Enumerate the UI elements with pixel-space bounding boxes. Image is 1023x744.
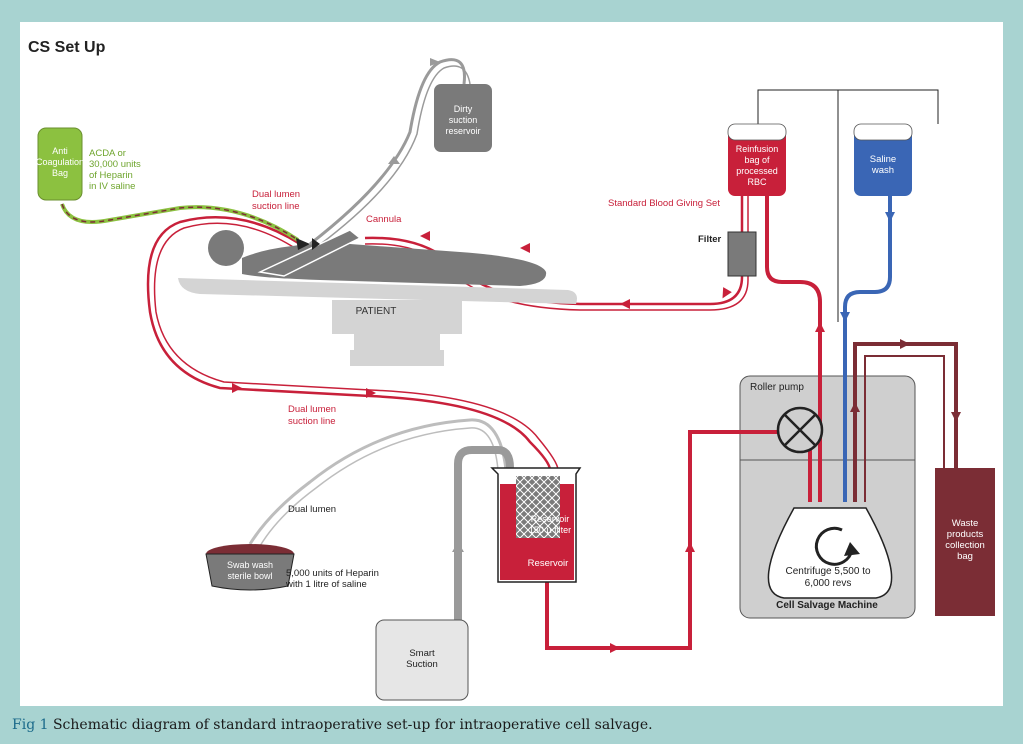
- dual-lumen-mid-1: Dual lumen: [288, 404, 336, 415]
- diagram-panel: CS Set Up Roller pump Cell Salvage Machi…: [20, 22, 1003, 706]
- saline-tube: [843, 194, 892, 502]
- flow-arrows: [232, 231, 825, 653]
- reservoir-filter-mesh: [516, 476, 560, 538]
- saline-line-2: wash: [871, 165, 894, 176]
- filter-label: Filter: [698, 234, 722, 245]
- waste-line-1: Waste: [952, 518, 979, 529]
- centrifuge-arrowhead: [844, 542, 860, 556]
- waste-line-4: bag: [957, 551, 973, 562]
- grey-flow-arrows: [388, 58, 464, 552]
- dirty-suction-line-2: [317, 65, 471, 247]
- figure-label: Fig 1: [12, 717, 49, 733]
- anticoagulant-line-dash: [61, 203, 299, 241]
- cannula-label: Cannula: [366, 214, 402, 225]
- swab-line-1: Swab wash: [227, 560, 273, 570]
- dirty-line-3: reservoir: [445, 126, 480, 136]
- acda-note-4: in IV saline: [89, 181, 135, 192]
- diagram-title: CS Set Up: [28, 39, 106, 56]
- reservoir-filter-2: 150 µ filter: [529, 525, 571, 535]
- reinfusion-tube-return: [765, 194, 822, 502]
- swab-dual-lumen-line: [248, 418, 508, 545]
- cannula-tip: [296, 238, 310, 250]
- reinfusion-line-4: RBC: [747, 177, 767, 187]
- heparin-note-1: 5,000 units of Heparin: [286, 568, 379, 579]
- saline-wash-bag: [854, 124, 912, 196]
- acda-note-3: of Heparin: [89, 170, 133, 181]
- operating-table: [178, 278, 577, 366]
- patient-label: PATIENT: [356, 306, 397, 317]
- centrifuge-line-1: Centrifuge 5,500 to: [785, 566, 870, 577]
- reinfusion-line-3: processed: [736, 166, 778, 176]
- anticoag-line-3: Bag: [52, 168, 68, 178]
- dirty-line-2: suction: [449, 115, 478, 125]
- swab-bowl: [205, 553, 295, 591]
- acda-note-2: 30,000 units: [89, 159, 141, 170]
- smart-line-2: Suction: [406, 659, 438, 670]
- filter: [727, 231, 757, 277]
- reinfusion-line-1: Reinfusion: [736, 144, 779, 154]
- cell-salvage-diagram: CS Set Up Roller pump Cell Salvage Machi…: [28, 39, 995, 701]
- dual-lumen-top-2: suction line: [252, 201, 300, 212]
- dirty-suction-reservoir: [434, 84, 492, 152]
- patient-figure: [208, 229, 547, 286]
- dual-lumen-top-1: Dual lumen: [252, 189, 300, 200]
- roller-pump-cross: [784, 414, 816, 446]
- reinfusion-bag: [728, 124, 786, 196]
- suction-tip: [312, 238, 320, 250]
- waste-line-3: collection: [945, 540, 985, 551]
- swab-line-2: sterile bowl: [227, 571, 272, 581]
- machine-label: Cell Salvage Machine: [776, 600, 878, 611]
- anticoag-line-2: Coagulation: [36, 157, 84, 167]
- smart-line-1: Smart: [409, 648, 435, 659]
- heparin-note-2: with 1 litre of saline: [285, 579, 367, 590]
- saline-bag-top: [853, 123, 913, 141]
- centrifuge-bowl: [767, 507, 893, 599]
- dirty-suction-line: [309, 58, 466, 246]
- reservoir-filter-1: Reservoir: [531, 514, 570, 524]
- figure-caption: Fig 1 Schematic diagram of standard intr…: [12, 717, 653, 733]
- saline-flow-arrows: [840, 212, 895, 322]
- centrifuge-line-2: 6,000 revs: [805, 578, 852, 589]
- bag-hanger: [757, 89, 939, 322]
- saline-line-1: Saline: [870, 154, 896, 165]
- smart-suction-tube: [454, 446, 514, 620]
- swab-dual-lumen-line-2: [259, 427, 499, 547]
- dual-lumen-mid-2: suction line: [288, 416, 336, 427]
- reservoir-label: Reservoir: [528, 558, 569, 569]
- figure-caption-text: Schematic diagram of standard intraopera…: [52, 717, 653, 733]
- anticoag-line-1: Anti: [52, 146, 68, 156]
- acda-note-1: ACDA or: [89, 148, 126, 159]
- centrifuge-rotation-icon: [814, 526, 854, 566]
- giving-set-label: Standard Blood Giving Set: [608, 198, 720, 209]
- waste-collection-bag: [935, 468, 995, 616]
- reinfusion-bag-top: [727, 123, 787, 141]
- roller-pump-label: Roller pump: [750, 382, 804, 393]
- dual-lumen-low: Dual lumen: [288, 504, 336, 515]
- smart-suction-unit: [375, 619, 469, 701]
- dirty-line-1: Dirty: [454, 104, 473, 114]
- waste-tube-2: [864, 355, 945, 502]
- dual-lumen-suction-line: [146, 216, 552, 471]
- dual-lumen-suction-line-inner: [153, 222, 559, 471]
- waste-flow-arrows: [850, 339, 961, 422]
- anticoagulation-bag: [37, 127, 83, 201]
- reinfusion-line-2: bag of: [744, 155, 770, 165]
- waste-line-2: products: [947, 529, 984, 540]
